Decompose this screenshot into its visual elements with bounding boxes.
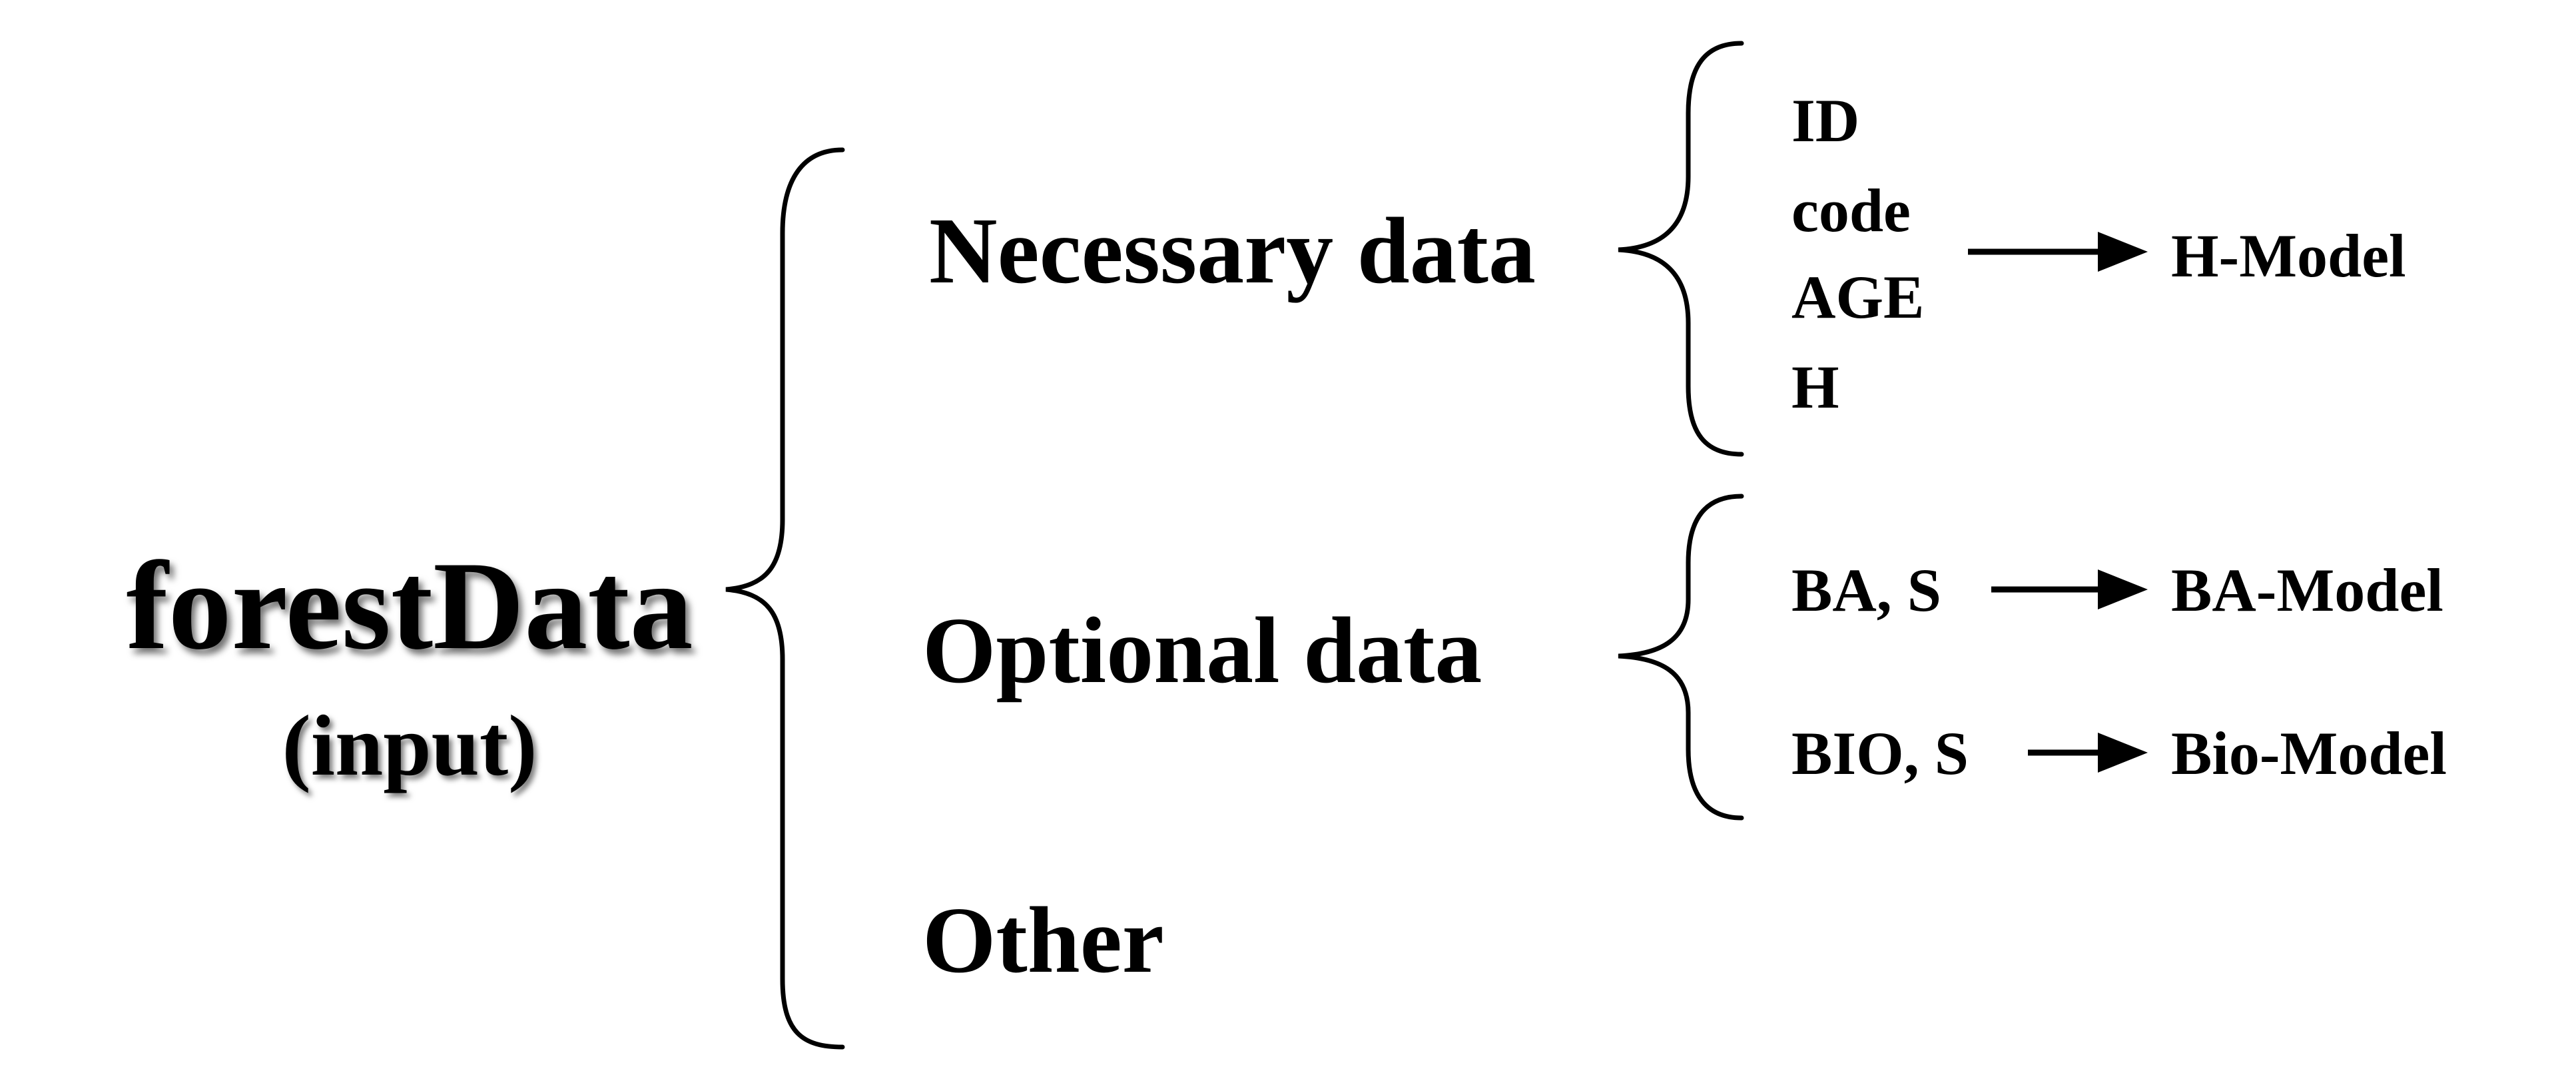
field-ba-s: BA, S [1791, 556, 1941, 624]
model-ba: BA-Model [2171, 556, 2443, 624]
category-other: Other [922, 887, 1164, 992]
category-optional: Optional data [922, 597, 1482, 703]
necessary-brace [1618, 41, 1744, 457]
model-bio: Bio-Model [2171, 719, 2447, 787]
arrow-ba-model [1991, 569, 2148, 609]
main-brace [725, 147, 845, 1050]
field-h: H [1791, 353, 1839, 421]
field-code: code [1791, 177, 1911, 244]
root-title: forestData [126, 536, 693, 676]
root-subtitle: (input) [282, 698, 537, 794]
arrow-h-model [1968, 232, 2148, 272]
field-bio-s: BIO, S [1791, 719, 1969, 787]
model-h: H-Model [2171, 222, 2406, 290]
field-age: AGE [1791, 263, 1925, 331]
optional-brace [1618, 494, 1744, 821]
field-id: ID [1791, 87, 1860, 155]
arrow-bio-model [2028, 733, 2148, 773]
category-necessary: Necessary data [929, 198, 1536, 303]
